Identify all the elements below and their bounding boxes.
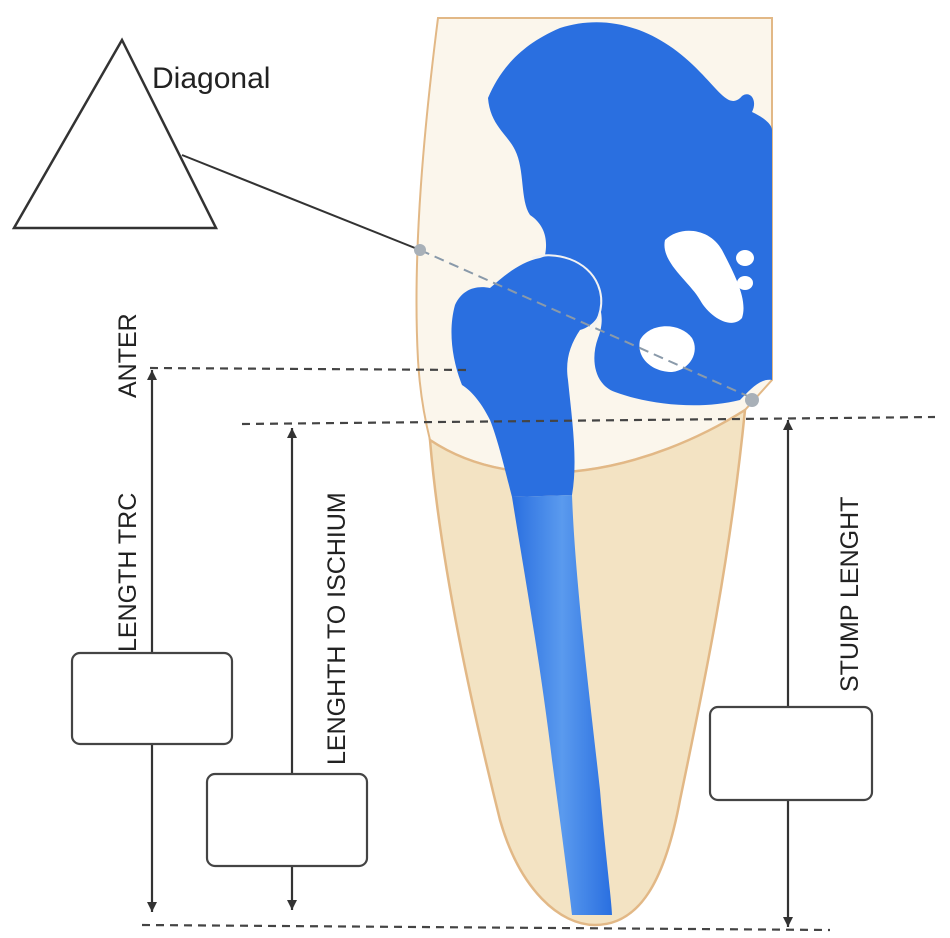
residual-limb-tissue — [428, 407, 747, 927]
obturator-foramen — [664, 230, 744, 323]
diagonal-dashed-line — [419, 249, 753, 399]
ischial-opening — [639, 326, 695, 372]
trochanter-reference-line — [149, 366, 471, 372]
diagonal-label: Diagonal — [152, 62, 270, 95]
diagonal-start-marker — [414, 244, 426, 256]
diagonal-triangle-icon — [11, 37, 219, 230]
femur-shaft — [512, 495, 612, 915]
pelvis-bone — [488, 22, 772, 406]
diagonal-end-marker — [745, 393, 759, 407]
distal-end-reference-line — [141, 923, 831, 932]
pelvis-notch-2 — [737, 276, 753, 290]
length-ischium-value-box[interactable] — [205, 772, 369, 868]
pelvis-notch-1 — [736, 250, 754, 266]
ischium-reference-line — [241, 415, 936, 426]
stump-length-value-box[interactable] — [708, 705, 874, 802]
acetabulum-outline — [531, 254, 603, 331]
stump-length-label: STUMP LENGHT — [836, 497, 864, 692]
length-to-ischium-label: LENGHTH TO ISCHIUM — [323, 492, 351, 765]
length-trc-value-box[interactable] — [70, 651, 234, 746]
anter-label: ANTER — [114, 313, 142, 398]
diagonal-leader-line — [181, 154, 421, 251]
femur-head-neck — [451, 255, 603, 497]
length-trc-label: LENGTH TRC — [114, 493, 142, 652]
